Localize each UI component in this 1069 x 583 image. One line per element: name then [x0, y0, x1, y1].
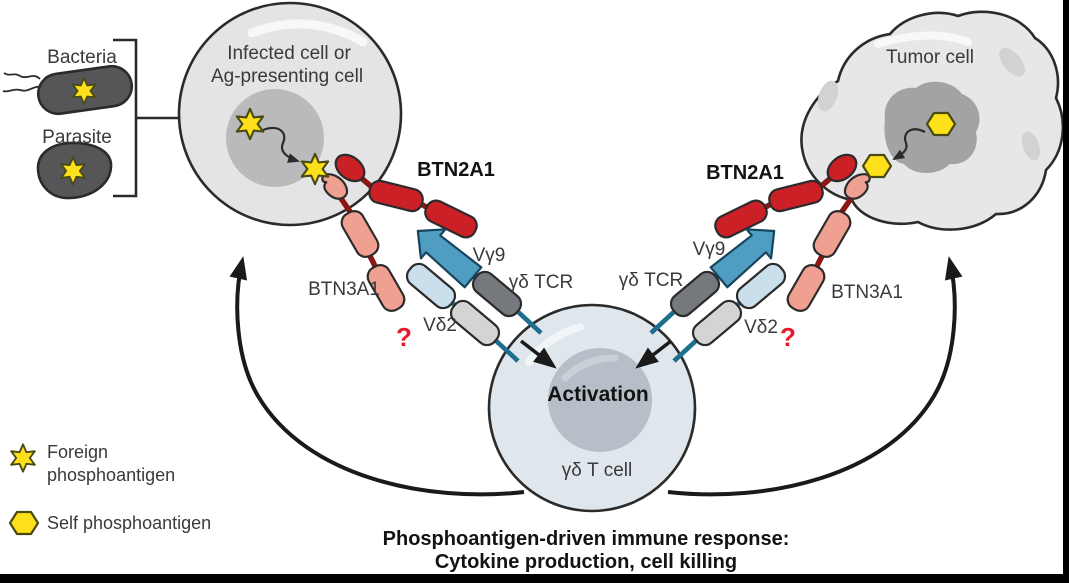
- tumor-cell-texture-spot: [999, 47, 1025, 77]
- infected-cell-shine: [247, 19, 368, 47]
- legend-group: Foreign phosphoantigen Self phosphoantig…: [8, 442, 211, 536]
- vgamma9-label-right: Vγ9: [693, 239, 726, 260]
- legend-self-label: Self phosphoantigen: [47, 513, 211, 533]
- vdelta2-label-right: Vδ2: [744, 317, 778, 338]
- tumor-cell-nucleus-hexagon: [925, 111, 957, 137]
- vgamma9-label-left: Vγ9: [473, 245, 506, 266]
- t-cell-label: γδ T cell: [562, 460, 632, 481]
- btn2a1-label-left: BTN2A1: [417, 159, 495, 181]
- infected-cell-label-line2: Ag-presenting cell: [211, 66, 363, 87]
- bacteria-label: Bacteria: [47, 47, 117, 68]
- border-bar-bottom: [0, 574, 1069, 583]
- activation-label: Activation: [547, 383, 649, 406]
- gd-tcr-label-right: γδ TCR: [619, 270, 683, 291]
- legend-foreign-label-line1: Foreign: [47, 442, 108, 462]
- infected-cell-group: Infected cell or Ag-presenting cell: [177, 1, 403, 227]
- source-bracket: [113, 38, 138, 198]
- legend-foreign-label-line2: phosphoantigen: [47, 465, 175, 485]
- phosphoantigen-transport-arrow: [262, 126, 300, 163]
- pathogen-sources-group: Bacteria Parasite: [2, 38, 201, 200]
- parasite-label: Parasite: [42, 127, 112, 148]
- btn2a1-label-right: BTN2A1: [706, 162, 784, 184]
- tcr-activation-arrow-left: [519, 339, 557, 369]
- tumor-cell-shine: [874, 31, 972, 48]
- border-bar-right: [1063, 0, 1069, 583]
- tumor-cell-texture-spot: [1021, 131, 1041, 161]
- vdelta2-label-left: Vδ2: [423, 315, 457, 336]
- tumor-cell-label: Tumor cell: [886, 47, 974, 68]
- uncertainty-mark-left: ?: [396, 322, 412, 352]
- legend-self-hexagon: [8, 510, 40, 536]
- t-cell-shine: [525, 323, 584, 366]
- phosphoantigen-transport-arrow: [892, 128, 926, 161]
- infected-cell-label-line1: Infected cell or: [227, 43, 351, 64]
- uncertainty-mark-right: ?: [780, 322, 796, 352]
- t-cell-nucleus-shine: [561, 354, 619, 382]
- tumor-cell-membrane-hexagon: [861, 153, 893, 179]
- legend-foreign-star: [10, 443, 36, 473]
- t-cell-group: Activation γδ T cell: [487, 303, 697, 513]
- btn3a1-label-left: BTN3A1: [308, 279, 380, 300]
- bacteria-flagella: [2, 85, 43, 93]
- caption-line2: Cytokine production, cell killing: [435, 551, 737, 573]
- gd-tcr-label-left: γδ TCR: [509, 272, 573, 293]
- caption-line1: Phosphoantigen-driven immune response:: [383, 528, 790, 550]
- tumor-cell-texture-spot: [817, 80, 839, 112]
- bacteria-flagella: [3, 72, 41, 80]
- killing-feedback-arrow-left: [229, 256, 525, 497]
- caption-group: Phosphoantigen-driven immune response: C…: [383, 528, 790, 573]
- btn3a1-label-right: BTN3A1: [831, 282, 903, 303]
- molecule-labels: BTN2A1 BTN2A1 BTN3A1 BTN3A1 Vγ9 Vγ9 Vδ2 …: [308, 159, 903, 352]
